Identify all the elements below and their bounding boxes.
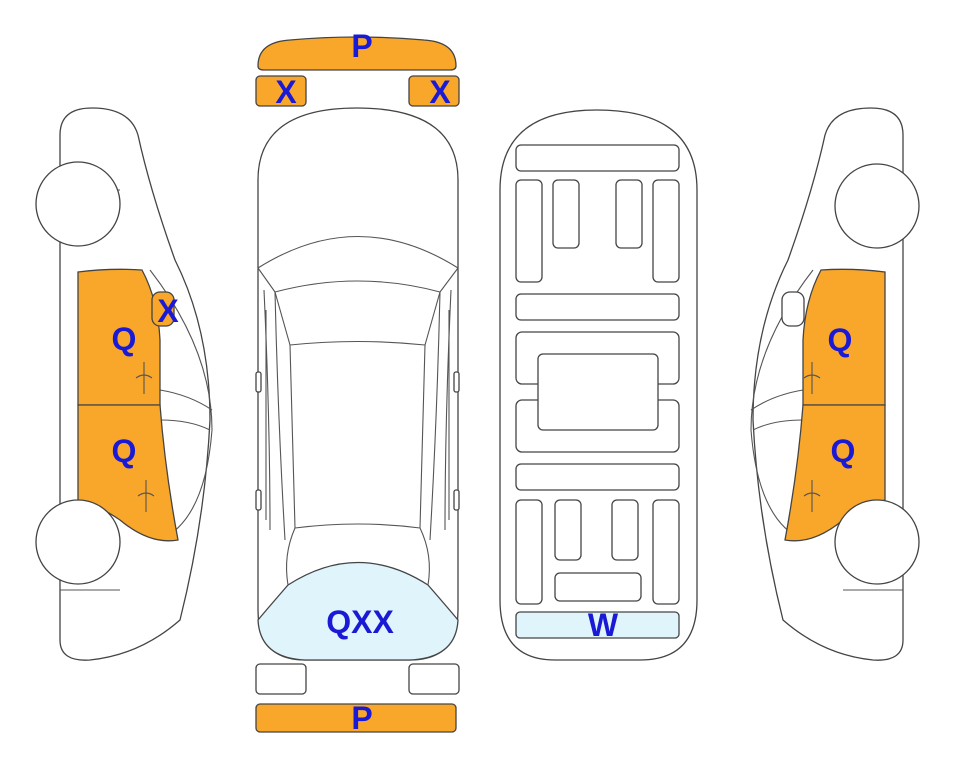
headlight-right-part[interactable] xyxy=(408,75,460,107)
front-bumper-label: P xyxy=(351,28,372,64)
left-side-view-car xyxy=(35,107,213,661)
left-rear-door-label: Q xyxy=(112,433,137,469)
right-rear-wheel xyxy=(834,499,920,585)
taillight-left xyxy=(255,663,307,695)
windshield-inner xyxy=(274,280,441,293)
left-front-wheel xyxy=(35,161,121,247)
right-side-view-car xyxy=(750,107,920,661)
right-front-door-label: Q xyxy=(828,322,853,358)
windshield xyxy=(257,236,459,269)
right-rear-door-label: Q xyxy=(831,433,856,469)
right-front-wheel xyxy=(834,163,920,249)
taillight-right xyxy=(408,663,460,695)
rear-window-part[interactable] xyxy=(257,561,459,661)
right-mirror xyxy=(781,291,805,327)
trunk-floor-part[interactable] xyxy=(515,611,680,639)
headlight-left-part[interactable] xyxy=(255,75,307,107)
left-mirror-part[interactable] xyxy=(151,291,175,327)
headlight-right-label: X xyxy=(429,74,451,110)
rear-bumper-part[interactable] xyxy=(255,703,457,733)
damage-labels: P X X Q X Q QXX P W Q Q xyxy=(112,28,856,736)
top-view-car xyxy=(255,36,460,733)
left-rear-wheel xyxy=(35,499,121,585)
underside-view-car xyxy=(499,109,698,661)
headlight-left-label: X xyxy=(275,74,297,110)
rear-bumper-label: P xyxy=(351,700,372,736)
trunk-floor-label: W xyxy=(588,607,619,643)
left-mirror-label: X xyxy=(157,293,179,329)
front-bumper-part[interactable] xyxy=(257,36,457,71)
right-front-door-part[interactable] xyxy=(802,268,886,406)
rear-window-label: QXX xyxy=(326,604,394,640)
left-front-door-label: Q xyxy=(112,321,137,357)
left-front-door-part[interactable] xyxy=(77,268,161,406)
